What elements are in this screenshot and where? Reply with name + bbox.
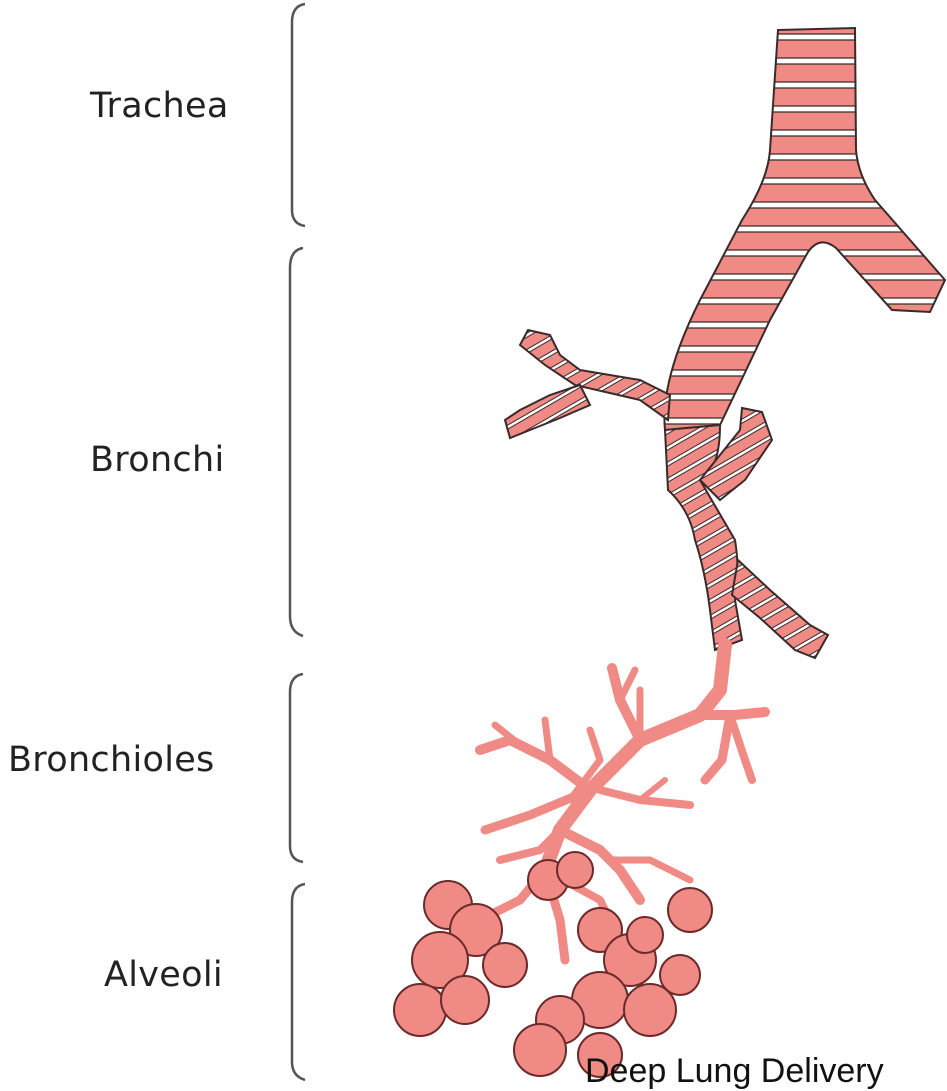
label-trachea: Trachea [90, 86, 229, 126]
label-bronchioles: Bronchioles [8, 740, 215, 780]
label-alveoli: Alveoli [104, 955, 223, 995]
label-bronchi: Bronchi [90, 440, 224, 480]
bronchus-upper-left-fork [505, 385, 590, 438]
caption-deep-lung-delivery: Deep Lung Delivery [585, 1052, 884, 1091]
trachea-shape [664, 28, 945, 430]
alveoli-clusters [394, 852, 712, 1077]
bronchus-lower-right [732, 560, 828, 658]
bronchioles-tree [480, 645, 765, 960]
